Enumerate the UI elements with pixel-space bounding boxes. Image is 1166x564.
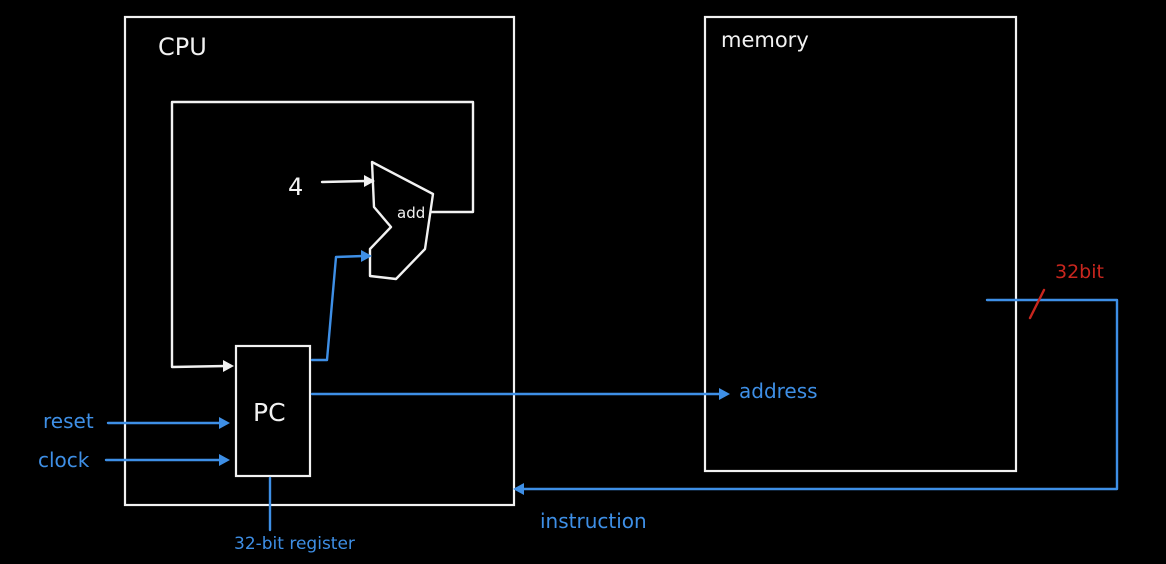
adder-label: add (397, 204, 425, 222)
pc-to-adder-wire (310, 254, 365, 362)
bus-width-label: 32bit (1055, 261, 1104, 283)
adder-feedback-wire (170, 100, 475, 369)
constant-wire (320, 179, 368, 184)
instruction-label: instruction (540, 509, 647, 533)
constant-arrowhead (364, 175, 375, 187)
pc-label: PC (253, 398, 286, 427)
cpu-label: CPU (158, 33, 207, 61)
cpu-box (123, 15, 516, 507)
constant-four: 4 (288, 173, 303, 201)
instruction-arrowhead (513, 483, 524, 495)
clock-arrowhead (219, 454, 230, 466)
clock-label: clock (38, 448, 90, 472)
pc-input-arrowhead (223, 360, 234, 372)
register-note-label: 32-bit register (234, 534, 355, 554)
memory-label: memory (721, 28, 809, 52)
pc-register (234, 344, 312, 478)
memory-box (703, 15, 1018, 473)
address-arrowhead (719, 388, 730, 400)
pc-to-adder-arrowhead (361, 250, 372, 262)
instruction-bus-wire (520, 298, 1119, 491)
bus-width-slash (1028, 288, 1046, 320)
address-label: address (739, 379, 818, 403)
reset-arrowhead (219, 417, 230, 429)
reset-label: reset (43, 409, 94, 433)
